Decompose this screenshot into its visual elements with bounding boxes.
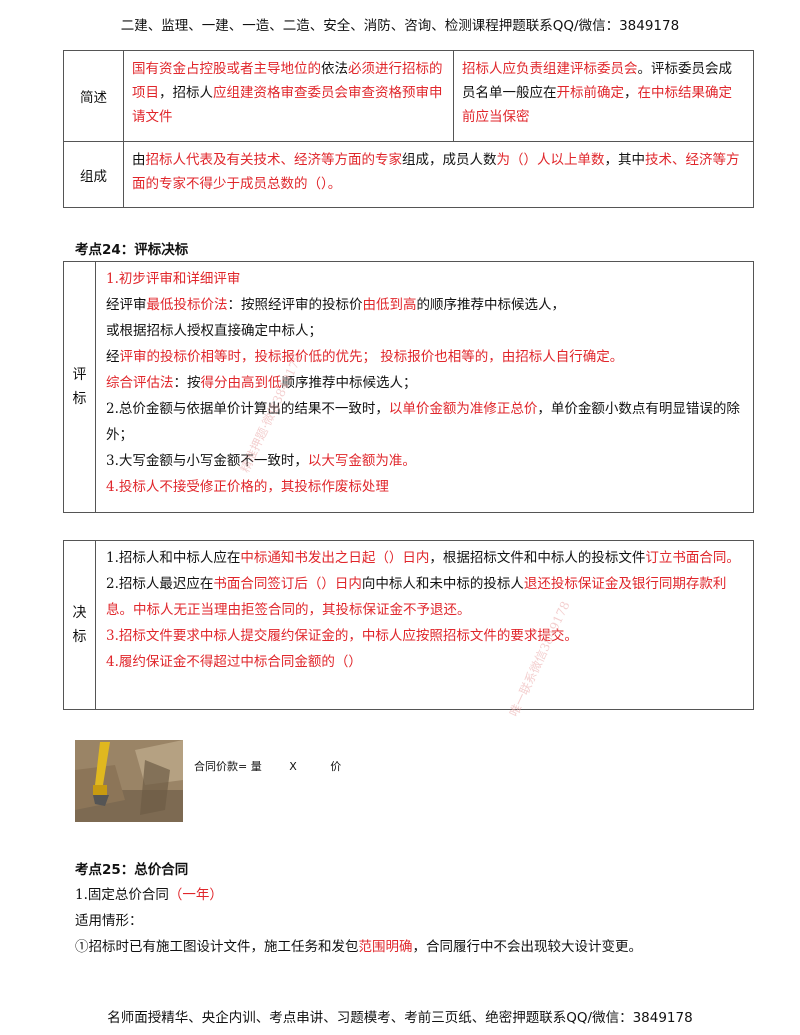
highlight-text: 4.履约保证金不得超过中标合同金额的（） [106, 654, 362, 670]
body-text: ①招标时已有施工图设计文件，施工任务和发包 [75, 939, 359, 955]
summary-left-cell: 国有资金占控股或者主导地位的依法必须进行招标的项目，招标人应组建资格审查委员会审… [123, 50, 454, 142]
highlight-text: 应组建资格审查委员会审查资格预审申请文件 [132, 85, 443, 125]
highlight-text: 退还投标保证金及银行同期存款利息。中标人无正当理由拒签合同的，其投标保证金不予退… [106, 576, 727, 618]
highlight-text: 以单价金额为准修正总价 [388, 401, 538, 417]
body-text: ，单价金额小数点有明显错误的除外； [106, 401, 740, 443]
body-text: 1.招标人和中标人应在 [106, 550, 241, 566]
body-text: ，其中 [604, 152, 646, 168]
highlight-text: 得分由高到低 [200, 375, 282, 391]
highlight-text: 招标人应负责组建评标委员会 [462, 61, 638, 77]
formula-left: 合同价款= 量 [194, 760, 262, 773]
body-text: 由 [132, 152, 146, 168]
highlight-text: 开标前确定 [556, 85, 625, 101]
highlight-text: 国有资金占控股或者主导地位的 [132, 61, 321, 77]
highlight-text: （一年） [168, 887, 223, 903]
highlight-text: 3.招标文件要求中标人提交履约保证金的，中标人应按照招标文件的要求提交。 [106, 628, 578, 644]
content-line: 3.大写金额与小写金额不一致时，以大写金额为准。 [106, 448, 745, 474]
highlight-text: 以大写金额为准。 [307, 453, 416, 469]
row-label-composition: 组成 [63, 141, 124, 208]
formula-multiply: X [289, 760, 297, 773]
award-content: 1.招标人和中标人应在中标通知书发出之日起（）日内，根据招标文件和中标人的投标文… [106, 545, 745, 675]
body-text: ，合同履行中不会出现较大设计变更。 [412, 939, 643, 955]
evaluation-label: 评标 [64, 262, 96, 512]
highlight-text: 1.初步评审和详细评审 [106, 271, 241, 287]
evaluation-content: 1.初步评审和详细评审经评审最低投标价法：按照经评审的投标价由低到高的顺序推荐中… [106, 266, 745, 500]
body-text: ， [624, 85, 638, 101]
content-line: 4.投标人不接受修正价格的，其投标作废标处理 [106, 474, 745, 500]
highlight-text: 由低到高 [362, 297, 417, 313]
highlight-text: 必须进行招标的项目 [132, 61, 443, 101]
side-label-char: 评 [72, 367, 87, 383]
highlight-text: 技术、经济等方面的专家不得少于成员总数的（）。 [132, 152, 740, 192]
page-footer: 名师面授精华、央企内训、考点串讲、习题模考、考前三页纸、绝密押题联系QQ/微信：… [107, 1010, 693, 1026]
body-text: ，招标人 [159, 85, 213, 101]
body-text: 向中标人和未中标的投标人 [361, 576, 524, 592]
side-label-char: 标 [72, 391, 87, 407]
highlight-text: 招标人代表及有关技术、经济等方面的专家 [145, 152, 403, 168]
contract-price-formula: 合同价款= 量 X 价 [194, 758, 341, 774]
body-text: 组成，成员人数 [402, 152, 497, 168]
page-header: 二建、监理、一建、一造、二造、安全、消防、咨询、检测课程押题联系QQ/微信：38… [120, 18, 680, 34]
body-text: 2.总价金额与依据单价计算出的结果不一致时， [106, 401, 389, 417]
excavator-image [75, 740, 183, 822]
body-text: ：按照经评审的投标价 [227, 297, 363, 313]
body-text: 或根据招标人授权直接确定中标人； [106, 323, 322, 339]
content-line: 1.招标人和中标人应在中标通知书发出之日起（）日内，根据招标文件和中标人的投标文… [106, 545, 745, 571]
award-box: 决标 1.招标人和中标人应在中标通知书发出之日起（）日内，根据招标文件和中标人的… [63, 540, 754, 710]
body-text: 。评标委员会成员名单一般应在 [462, 61, 732, 101]
highlight-text: 评审的投标价相等时，投标报价低的优先； 投标报价也相等的，由招标人自行确定。 [119, 349, 624, 365]
highlight-text: 书面合同签订后（）日内 [213, 576, 362, 592]
body-text: 的顺序推荐中标候选人， [416, 297, 566, 313]
content-line: 4.履约保证金不得超过中标合同金额的（） [106, 649, 745, 675]
content-line: 2.招标人最迟应在书面合同签订后（）日内向中标人和未中标的投标人退还投标保证金及… [106, 571, 745, 623]
content-line: 综合评估法：按得分由高到低顺序推荐中标候选人； [106, 370, 745, 396]
award-label: 决标 [64, 541, 96, 709]
content-line: 1.初步评审和详细评审 [106, 266, 745, 292]
side-label-char: 决 [72, 605, 87, 621]
evaluation-box: 评标 1.初步评审和详细评审经评审最低投标价法：按照经评审的投标价由低到高的顺序… [63, 261, 754, 513]
summary-right-cell: 招标人应负责组建评标委员会。评标委员会成员名单一般应在开标前确定，在中标结果确定… [453, 50, 754, 142]
body-text: 依法 [321, 61, 348, 77]
highlight-text: 订立书面合同。 [645, 550, 740, 566]
body-text: ，根据招标文件和中标人的投标文件 [429, 550, 646, 566]
body-text: 2.招标人最迟应在 [106, 576, 214, 592]
body-text: 经评审 [106, 297, 147, 313]
body-text: 顺序推荐中标候选人； [281, 375, 417, 391]
case-1-line: ①招标时已有施工图设计文件，施工任务和发包范围明确，合同履行中不会出现较大设计变… [75, 934, 642, 960]
excavator-photo [75, 740, 183, 822]
content-line: 经评审的投标价相等时，投标报价低的优先； 投标报价也相等的，由招标人自行确定。 [106, 344, 745, 370]
section-24-title: 考点24：评标决标 [75, 242, 189, 258]
highlight-text: 综合评估法 [106, 375, 174, 391]
body-text: 经 [106, 349, 120, 365]
content-line: 或根据招标人授权直接确定中标人； [106, 318, 745, 344]
highlight-text: 为（）人以上单数 [496, 152, 605, 168]
evaluation-committee-table: 简述 国有资金占控股或者主导地位的依法必须进行招标的项目，招标人应组建资格审查委… [63, 50, 754, 208]
fixed-total-price-line: 1.固定总价合同（一年） [75, 882, 223, 908]
row-label-summary: 简述 [63, 50, 124, 142]
highlight-text: 最低投标价法 [146, 297, 228, 313]
side-label-char: 标 [72, 629, 87, 645]
content-line: 3.招标文件要求中标人提交履约保证金的，中标人应按照招标文件的要求提交。 [106, 623, 745, 649]
highlight-text: 中标通知书发出之日起（）日内 [240, 550, 430, 566]
highlight-text: 4.投标人不接受修正价格的，其投标作废标处理 [106, 479, 389, 495]
content-line: 2.总价金额与依据单价计算出的结果不一致时，以单价金额为准修正总价，单价金额小数… [106, 396, 745, 448]
content-line: 经评审最低投标价法：按照经评审的投标价由低到高的顺序推荐中标候选人， [106, 292, 745, 318]
highlight-text: 在中标结果确定前应当保密 [462, 85, 732, 125]
body-text: ：按 [173, 375, 201, 391]
body-text: 3.大写金额与小写金额不一致时， [106, 453, 308, 469]
applicable-cases-line: 适用情形： [75, 913, 143, 929]
body-text: 1.固定总价合同 [75, 887, 169, 903]
formula-price: 价 [330, 760, 342, 773]
highlight-text: 范围明确 [358, 939, 413, 955]
composition-cell: 由招标人代表及有关技术、经济等方面的专家组成，成员人数为（）人以上单数，其中技术… [123, 141, 754, 208]
section-25-title: 考点25：总价合同 [75, 862, 189, 878]
